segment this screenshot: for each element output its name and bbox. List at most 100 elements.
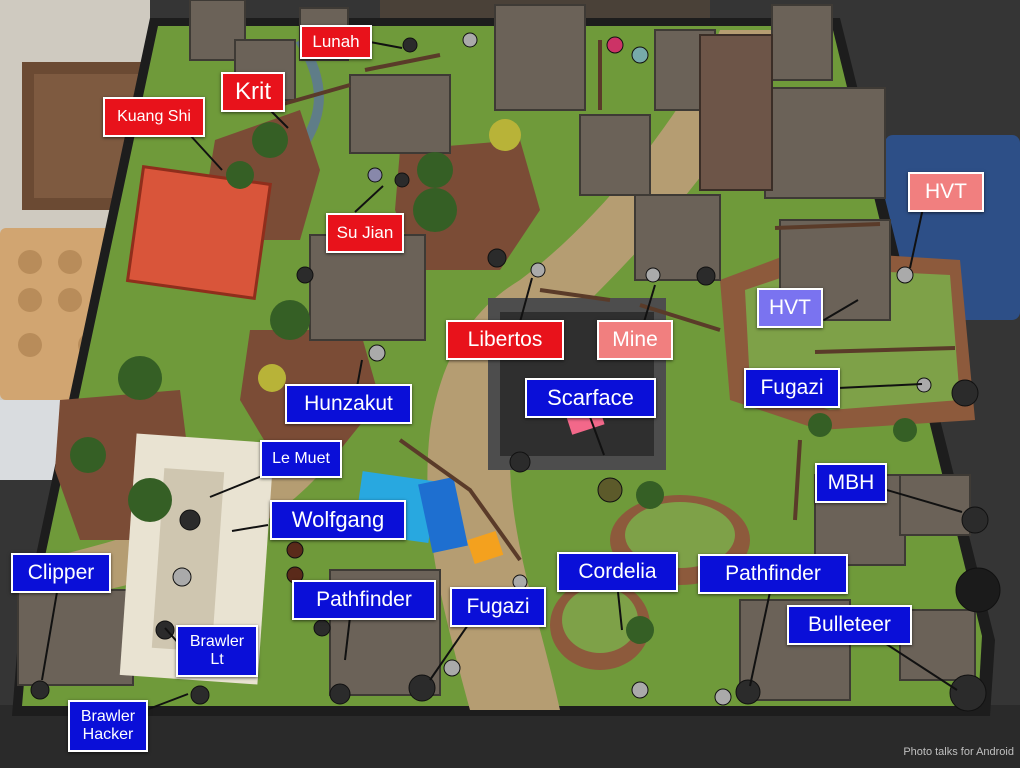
- miniature-base: [487, 248, 507, 268]
- house: [764, 87, 886, 199]
- miniature-base: [329, 683, 351, 705]
- tree: [258, 364, 286, 392]
- tree: [808, 413, 832, 437]
- pointer: [823, 299, 859, 321]
- pointer: [429, 621, 471, 681]
- tray-slot: [18, 333, 42, 357]
- miniature-base: [631, 681, 649, 699]
- fences: [261, 40, 956, 562]
- tree: [893, 418, 917, 442]
- pointer: [145, 693, 189, 711]
- label-le-muet: Le Muet: [260, 440, 342, 478]
- miniature-base: [313, 619, 331, 637]
- miniature-base: [961, 506, 989, 534]
- label-wolfgang: Wolfgang: [270, 500, 406, 540]
- pointer: [209, 475, 263, 498]
- miniature-base: [645, 267, 661, 283]
- tree: [413, 188, 457, 232]
- house: [771, 4, 833, 81]
- tree: [252, 122, 288, 158]
- house: [579, 114, 651, 196]
- miniatures: [30, 32, 1001, 712]
- pointer: [519, 277, 533, 323]
- house: [17, 589, 134, 686]
- label-libertos: Libertos: [446, 320, 564, 360]
- miniature-base: [190, 685, 210, 705]
- miniature-base: [951, 379, 979, 407]
- orange-token: [467, 530, 504, 564]
- fence: [539, 288, 611, 302]
- tree: [128, 478, 172, 522]
- miniature-base: [367, 167, 383, 183]
- fence: [774, 222, 881, 230]
- house: [349, 74, 451, 154]
- blue-card: [418, 477, 468, 553]
- tree: [489, 119, 521, 151]
- miniature-base: [696, 266, 716, 286]
- house: [899, 609, 976, 681]
- miniature-base: [296, 266, 314, 284]
- miniature-base: [530, 262, 546, 278]
- fence: [639, 303, 721, 332]
- rock-hill-top: [625, 502, 735, 568]
- label-clipper: Clipper: [11, 553, 111, 593]
- label-bulleteer: Bulleteer: [787, 605, 912, 645]
- label-scarface: Scarface: [525, 378, 656, 418]
- label-mine: Mine: [597, 320, 673, 360]
- pointer: [617, 591, 623, 631]
- pointer: [354, 185, 384, 213]
- pointer: [231, 524, 269, 532]
- label-lunah: Lunah: [300, 25, 372, 59]
- tree: [226, 161, 254, 189]
- pointer: [837, 383, 923, 389]
- pointer: [369, 41, 403, 49]
- label-su-jian: Su Jian: [326, 213, 404, 253]
- label-kuang-shi: Kuang Shi: [103, 97, 205, 137]
- miniature-base: [735, 679, 761, 705]
- label-hvt-red: HVT: [908, 172, 984, 212]
- miniature-base: [955, 567, 1001, 613]
- tray-slot: [18, 288, 42, 312]
- tree: [417, 152, 453, 188]
- tree: [636, 481, 664, 509]
- tree: [118, 356, 162, 400]
- tray-slot: [58, 250, 82, 274]
- red-watchtower: [125, 164, 273, 301]
- tray-slot: [18, 250, 42, 274]
- rock-hill-top: [562, 587, 638, 653]
- pointer: [344, 616, 351, 661]
- miniature-base: [408, 674, 436, 702]
- label-fugazi-right: Fugazi: [744, 368, 840, 408]
- miniature-base: [172, 567, 192, 587]
- miniature-base: [462, 32, 478, 48]
- miniature-base: [896, 266, 914, 284]
- watchtower: [699, 34, 773, 191]
- pointer: [909, 207, 924, 269]
- pointer: [879, 487, 963, 513]
- house: [494, 4, 586, 111]
- tree: [270, 300, 310, 340]
- pointer: [41, 591, 58, 681]
- label-brawler-hacker: Brawler Hacker: [68, 700, 148, 752]
- house: [634, 194, 721, 281]
- label-mbh: MBH: [815, 463, 887, 503]
- pointer: [749, 591, 771, 687]
- pointer: [643, 284, 656, 323]
- fence: [398, 438, 522, 562]
- label-krit: Krit: [221, 72, 285, 112]
- pointer: [879, 639, 958, 691]
- tree: [626, 616, 654, 644]
- tree: [70, 437, 106, 473]
- miniature-base: [509, 451, 531, 473]
- miniature-base: [597, 477, 623, 503]
- miniature-base: [714, 688, 732, 706]
- trees: [70, 119, 917, 644]
- pointer: [189, 134, 223, 171]
- label-pathfinder-left: Pathfinder: [292, 580, 436, 620]
- miniature-base: [949, 674, 987, 712]
- fence: [814, 346, 956, 354]
- miniature-base: [606, 36, 624, 54]
- miniature-base: [631, 46, 649, 64]
- miniature-base: [443, 659, 461, 677]
